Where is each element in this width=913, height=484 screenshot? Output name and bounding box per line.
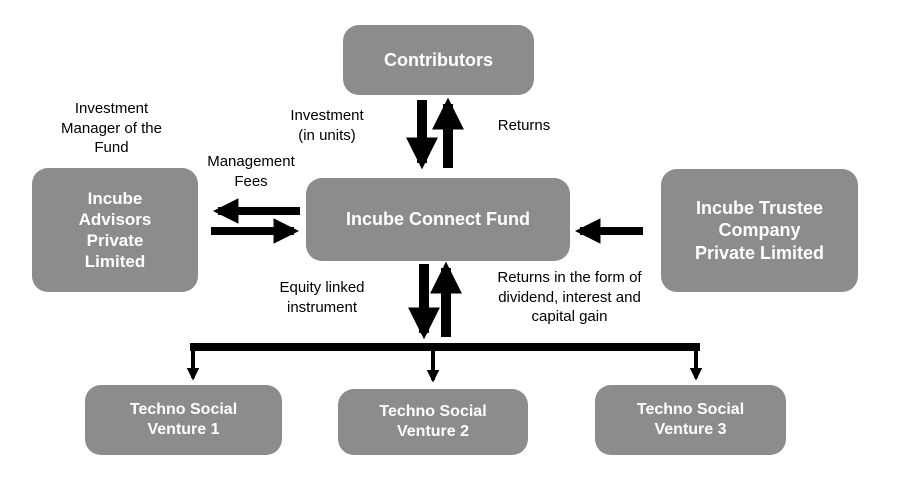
text-line: Returns	[497, 117, 551, 134]
text-line: capital gain	[531, 308, 608, 325]
text-line: Investment	[74, 100, 149, 117]
fund-text: Incube Connect Fund	[346, 208, 530, 231]
text-line: Incube	[87, 188, 143, 208]
equity-linked-label: Equity linked instrument	[262, 278, 382, 317]
text-line: Techno Social	[129, 401, 238, 418]
text-line: Company	[718, 220, 801, 241]
contributors-text: Contributors	[384, 49, 493, 72]
returns-form-label: Returns in the form of dividend, interest…	[482, 268, 657, 327]
text-line: dividend, interest and	[498, 288, 641, 306]
text-line: Venture 3	[654, 421, 727, 438]
text-line: instrument	[286, 298, 358, 316]
fund-node: Incube Connect Fund	[306, 178, 570, 261]
text-line: Contributors	[384, 49, 493, 70]
text-line: Investment	[290, 107, 364, 124]
text-line: Venture 2	[396, 423, 470, 440]
returns-label: Returns	[488, 116, 560, 136]
text-line: Equity linked	[279, 279, 365, 296]
text-line: Techno Social	[379, 403, 487, 420]
text-line: Fees	[234, 172, 268, 190]
text-line: Techno Social	[636, 401, 745, 418]
text-line: Private	[86, 231, 144, 250]
text-line: Manager of the	[61, 119, 162, 137]
text-line: Advisors	[78, 209, 152, 229]
text-line: Fund	[94, 139, 129, 156]
text-line: Incube Trustee	[695, 197, 824, 218]
text-line: Returns in the form of	[497, 269, 642, 286]
text-line: Incube Connect Fund	[346, 209, 530, 230]
text-line: Limited	[84, 252, 146, 272]
investment-units-label: Investment (in units)	[272, 106, 382, 145]
text-line: Venture 1	[147, 421, 220, 438]
text-line: Management	[207, 153, 295, 170]
text-line: (in units)	[298, 126, 356, 144]
contributors-node: Contributors	[343, 25, 534, 95]
text-line: Private Limited	[694, 242, 825, 263]
